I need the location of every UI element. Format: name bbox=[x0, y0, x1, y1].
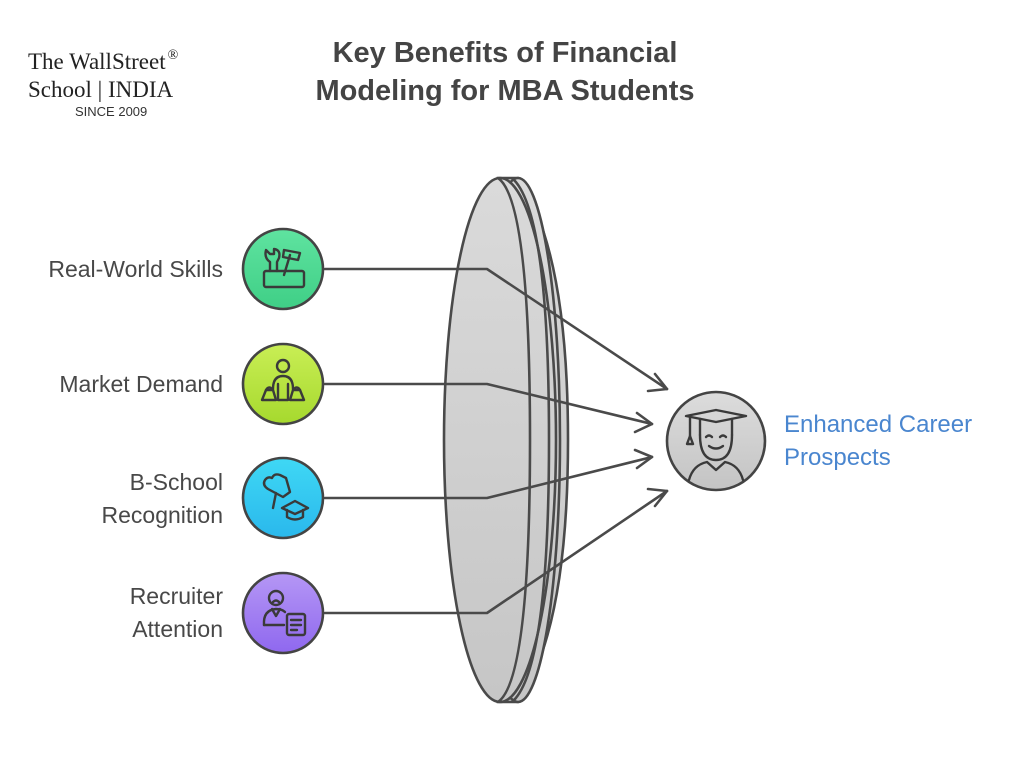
toolbox-icon bbox=[262, 247, 306, 289]
connector-1 bbox=[323, 267, 669, 391]
input-node-2 bbox=[241, 342, 325, 426]
arrowhead-1 bbox=[646, 372, 669, 393]
input-label-market-demand: Market Demand bbox=[59, 368, 223, 401]
input-node-4 bbox=[241, 571, 325, 655]
input-label-real-world-skills: Real-World Skills bbox=[48, 253, 223, 286]
connector-2 bbox=[323, 382, 654, 426]
label-line: Recruiter bbox=[129, 583, 223, 609]
outcome-label-line1: Enhanced Career bbox=[784, 411, 973, 438]
arrowhead-2 bbox=[633, 411, 654, 434]
label-line: Market Demand bbox=[59, 371, 223, 397]
arrowhead-4 bbox=[646, 487, 669, 508]
person-with-bags-icon bbox=[260, 358, 306, 402]
label-line: Real-World Skills bbox=[48, 256, 223, 282]
connectors bbox=[323, 267, 669, 615]
page-title: Key Benefits of Financial Modeling for M… bbox=[280, 34, 730, 110]
graduate-icon bbox=[684, 408, 748, 482]
connector-4 bbox=[323, 489, 669, 615]
label-line: Recognition bbox=[101, 502, 223, 528]
connector-3 bbox=[323, 455, 654, 500]
registered-mark: ® bbox=[167, 48, 179, 63]
pin-graduation-cap-icon bbox=[262, 473, 310, 521]
recruiter-document-icon bbox=[262, 589, 307, 637]
input-label-recruiter-attention: Recruiter Attention bbox=[130, 580, 223, 646]
input-node-1 bbox=[241, 227, 325, 311]
label-line: Attention bbox=[132, 616, 223, 642]
arrowhead-3 bbox=[633, 448, 654, 470]
logo-line1: The WallStreet bbox=[28, 49, 166, 74]
logo: The WallStreet® School | INDIA SINCE 200… bbox=[28, 48, 228, 119]
outcome-label: Enhanced Career Prospects bbox=[784, 408, 972, 474]
logo-since: SINCE 2009 bbox=[75, 104, 148, 119]
lens-disc bbox=[442, 176, 570, 704]
input-node-3 bbox=[241, 456, 325, 540]
title-line2: Modeling for MBA Students bbox=[315, 75, 695, 107]
label-line: B-School bbox=[129, 469, 223, 495]
logo-line2: School | INDIA bbox=[28, 77, 174, 102]
outcome-node bbox=[665, 390, 767, 492]
input-label-b-school-recognition: B-School Recognition bbox=[102, 466, 223, 532]
title-line1: Key Benefits of Financial bbox=[332, 37, 678, 69]
outcome-label-line2: Prospects bbox=[784, 444, 891, 471]
